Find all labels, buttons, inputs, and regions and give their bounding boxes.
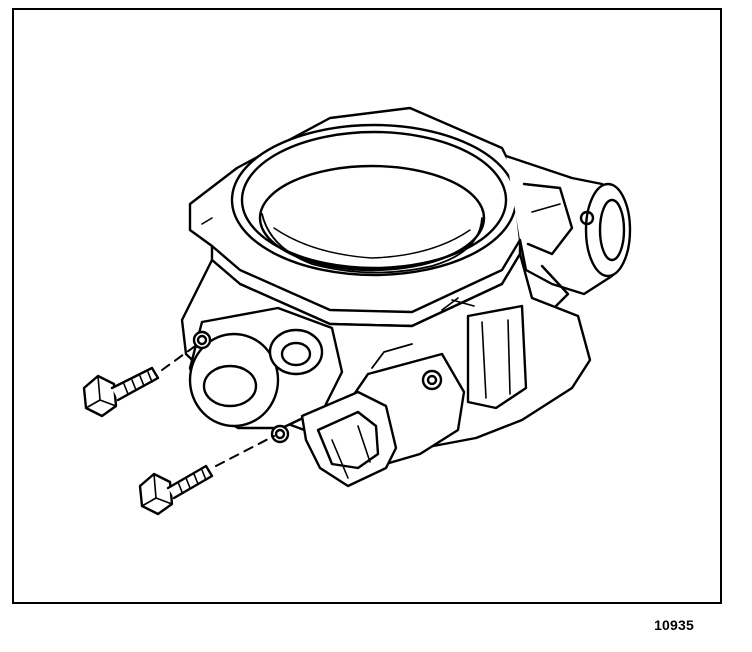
hex-bolt-icon: [82, 366, 160, 418]
hex-bolt-icon: [138, 464, 214, 516]
throttle-body-illustration: [82, 106, 632, 516]
figure-id-label: 10935: [654, 617, 694, 633]
throttle-body-icon: [180, 106, 632, 488]
